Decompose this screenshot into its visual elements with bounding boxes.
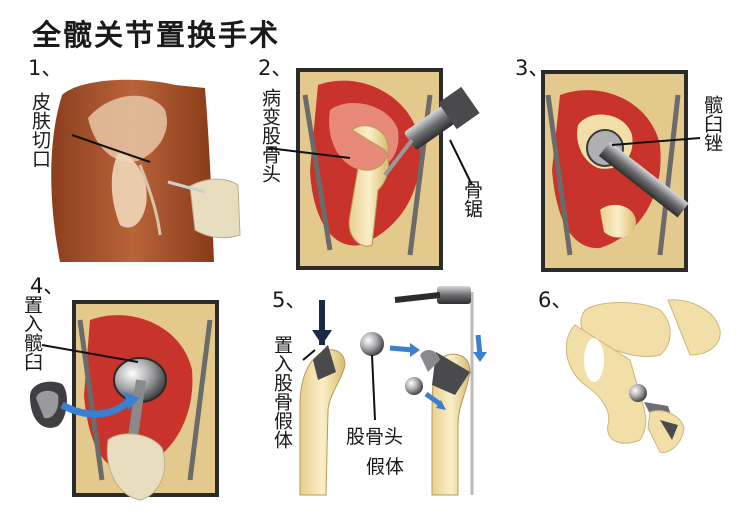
bone-saw-pointer-line bbox=[449, 139, 473, 186]
panel-6-completed-hip-replacement bbox=[565, 299, 721, 454]
step-number-2: 2、 bbox=[258, 56, 293, 80]
step-number-1: 1、 bbox=[28, 56, 63, 80]
acetabular-cup-icon bbox=[30, 381, 67, 428]
panel-3-acetabular-reamer bbox=[541, 70, 701, 272]
label-bone-saw: 骨锯 bbox=[461, 180, 483, 218]
step-number-6: 6、 bbox=[538, 288, 573, 312]
label-insert-femoral-prosthesis: 置入股骨假体 bbox=[271, 335, 293, 449]
mallet-icon bbox=[394, 286, 471, 304]
panel-4-pointer-line bbox=[41, 344, 139, 363]
panel-2-pointer-line bbox=[267, 147, 351, 159]
label-diseased-femoral-head: 病变股骨头 bbox=[259, 88, 281, 183]
down-arrow-icon bbox=[312, 330, 332, 345]
panel-2-diseased-femoral-head bbox=[267, 68, 480, 270]
step-number-4: 4、 bbox=[30, 274, 65, 298]
label-acetabular-reamer: 髋臼锉 bbox=[701, 95, 723, 152]
bone-saw-icon bbox=[383, 86, 480, 177]
label-femoral-head: 股骨头 bbox=[346, 426, 404, 448]
diagram-title: 全髋关节置换手术 bbox=[32, 18, 281, 52]
panel-1-pointer-line bbox=[71, 134, 151, 163]
femoral-head-ball-icon bbox=[360, 332, 384, 356]
step-number-5: 5、 bbox=[272, 288, 307, 312]
label-insert-acetabulum: 置入髋臼 bbox=[21, 295, 43, 371]
panel-3-pointer-line bbox=[611, 137, 701, 146]
blue-arrow-icon bbox=[410, 343, 420, 357]
step-number-3: 3、 bbox=[515, 56, 550, 80]
label-prosthesis: 假体 bbox=[366, 456, 405, 478]
panel-1-skin-incision bbox=[51, 79, 241, 262]
label-skin-incision: 皮肤切口 bbox=[29, 92, 51, 168]
insert-arrow-icon bbox=[60, 397, 133, 418]
panel-5-femoral-prosthesis bbox=[299, 286, 487, 496]
panel-4-insert-acetabular-cup bbox=[30, 300, 219, 501]
